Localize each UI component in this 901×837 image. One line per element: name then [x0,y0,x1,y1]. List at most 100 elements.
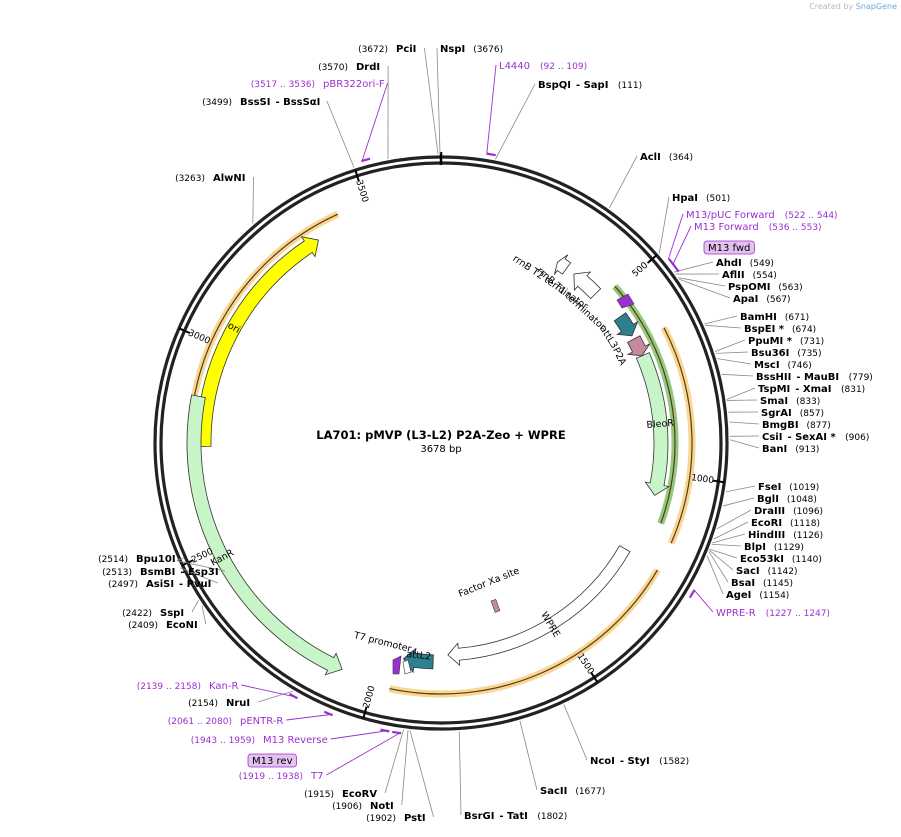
enzyme-site-nrui[interactable]: (2154)NruI [188,698,250,709]
primer-name: M13 Reverse [263,735,328,746]
enzyme-site-csii[interactable]: CsiI- SexAI *(906) [762,432,869,443]
leader-tspmi [726,387,756,400]
primer-name: WPRE-R [716,608,756,619]
primer-box-m13-fwd[interactable]: M13 fwd [703,240,755,255]
primer-leader-m13-reverse [330,729,390,740]
leader-pcii [424,47,439,155]
enzyme-site-bsshii[interactable]: BssHII- MauBI(779) [756,372,873,383]
backbone-inner-ring [159,161,723,725]
enzyme-site-acli[interactable]: AclI(364) [640,152,693,163]
leader-bsrgi [458,731,462,816]
enzyme-site-smai[interactable]: SmaI(833) [760,396,820,407]
enzyme-site-psti[interactable]: (1902)PstI [366,813,426,824]
primer-pbr322ori-f[interactable]: (3517 .. 3536)pBR322ori-F [251,79,385,90]
enzyme-alt-name: - XmaI [795,384,831,395]
enzyme-alt-name: - TatI [499,811,527,822]
enzyme-site-bgli[interactable]: BglI(1048) [757,494,817,505]
primer-pentr-r[interactable]: (2061 .. 2080)pENTR-R [168,716,284,727]
highlight-arc-core-1 [663,327,693,544]
enzyme-site-fsei[interactable]: FseI(1019) [758,482,819,493]
enzyme-site-bmgbi[interactable]: BmgBI(877) [762,420,831,431]
primer-leader-kan-r [241,684,298,698]
leader-ppumi [715,339,746,352]
enzyme-position: (364) [669,153,693,163]
enzyme-site-bsu36i[interactable]: Bsu36I(735) [751,348,822,359]
primer-m13-puc-forward[interactable]: M13/pUC Forward(522 .. 544) [686,210,838,221]
enzyme-site-alwni[interactable]: (3263)AlwNI [175,173,245,184]
primer-t7[interactable]: (1919 .. 1938)T7 [239,771,324,782]
enzyme-site-noti[interactable]: (1906)NotI [332,801,394,812]
leader-nrui [258,690,294,703]
enzyme-site-msci[interactable]: MscI(746) [754,360,812,371]
feature-label-ori: ori [226,320,242,336]
enzyme-site-nspi[interactable]: NspI(3676) [440,44,503,55]
primer-m13-forward[interactable]: M13 Forward(536 .. 553) [694,222,822,233]
enzyme-position: (671) [785,313,809,323]
enzyme-site-sacii[interactable]: SacII(1677) [540,786,605,797]
enzyme-site-pspomi[interactable]: PspOMI(563) [728,282,803,293]
enzyme-site-bsrgi[interactable]: BsrGI- TatI(1802) [464,811,567,822]
enzyme-site-drdi[interactable]: (3570)DrdI [318,62,380,73]
enzyme-site-sspi[interactable]: (2422)SspI [122,608,184,619]
primer-box-m13-rev[interactable]: M13 rev [247,753,297,768]
enzyme-site-apai[interactable]: ApaI(567) [733,294,791,305]
enzyme-site-ecori[interactable]: EcoRI(1118) [751,518,820,529]
enzyme-site-bsai[interactable]: BsaI(1145) [731,578,793,589]
leader-agei [706,555,724,595]
enzyme-site-ecorv[interactable]: (1915)EcoRV [304,789,377,800]
enzyme-site-econi[interactable]: (2409)EcoNI [128,620,198,631]
enzyme-site-bsssi[interactable]: (3499)BssSI- BssSαI [202,97,320,108]
enzyme-name: PstI [404,813,426,824]
enzyme-site-aflii[interactable]: AflII(554) [722,270,777,281]
enzyme-name: DrdI [356,62,380,73]
primer-bind-pentr-r [323,710,333,717]
feature-attl3 [613,312,639,337]
enzyme-site-sgrai[interactable]: SgrAI(857) [761,408,824,419]
enzyme-site-asisi[interactable]: (2497)AsiSI- PvuI [108,579,211,590]
enzyme-site-ahdi[interactable]: AhdI(549) [716,258,774,269]
primer-l4440[interactable]: L4440(92 .. 109) [499,61,587,72]
enzyme-name: AgeI [726,590,751,601]
primer-bind-pbr322ori-f [361,157,371,163]
enzyme-position: (1915) [304,790,334,800]
enzyme-site-hindiii[interactable]: HindIII(1126) [748,530,823,541]
feature-label-attl2: attL2 [406,649,432,663]
enzyme-site-blpi[interactable]: BlpI(1129) [744,542,804,553]
primer-wpre-r[interactable]: WPRE-R(1227 .. 1247) [716,608,830,619]
enzyme-site-agei[interactable]: AgeI(1154) [726,590,789,601]
leader-asisi [180,567,218,584]
enzyme-site-bamhi[interactable]: BamHI(671) [740,312,809,323]
feature-attl2 [402,647,434,674]
enzyme-site-tspmi[interactable]: TspMI- XmaI(831) [758,384,865,395]
lac-promoter-arrow [616,293,635,309]
primer-name: pENTR-R [240,716,283,727]
enzyme-site-ncoi[interactable]: NcoI- StyI(1582) [590,756,689,767]
enzyme-site-bpu10i[interactable]: (2514)Bpu10I [98,554,175,565]
tick-label-3500: 3500 [353,179,369,204]
tick-label-2000: 2000 [362,685,378,710]
leader-fsei [725,485,756,493]
leader-bamhi [704,315,738,325]
enzyme-position: (501) [706,194,730,204]
enzyme-site-saci[interactable]: SacI(1142) [736,566,798,577]
enzyme-site-bspqi[interactable]: BspQI- SapI(111) [538,80,642,91]
enzyme-site-hpai[interactable]: HpaI(501) [672,193,730,204]
primer-kan-r[interactable]: (2139 .. 2158)Kan-R [137,681,239,692]
leader-ncoi [563,704,588,761]
enzyme-name: PpuMI * [748,336,793,347]
enzyme-site-draiii[interactable]: DraIII(1096) [754,506,823,517]
enzyme-site-pcii[interactable]: (3672)PciI [358,44,416,55]
enzyme-site-ppumi[interactable]: PpuMI *(731) [748,336,824,347]
enzyme-position: (2497) [108,580,138,590]
leader-bpu10i [176,557,184,561]
site-labels: (3672)PciI NspI(3676) (3570)DrdI (3499)BssS… [98,44,873,824]
primer-name: M13/pUC Forward [686,210,775,221]
enzyme-name: SmaI [760,396,788,407]
enzyme-site-bspei[interactable]: BspEI *(674) [744,324,816,335]
watermark-brand: SnapGene [855,2,897,11]
primer-m13-reverse[interactable]: (1943 .. 1959)M13 Reverse [191,735,328,746]
enzyme-name: DraIII [754,506,785,517]
enzyme-site-bani[interactable]: BanI(913) [762,444,819,455]
enzyme-site-eco53ki[interactable]: Eco53kI(1140) [740,554,822,565]
enzyme-site-bsmbi[interactable]: (2513)BsmBI- Esp3I [102,567,219,578]
